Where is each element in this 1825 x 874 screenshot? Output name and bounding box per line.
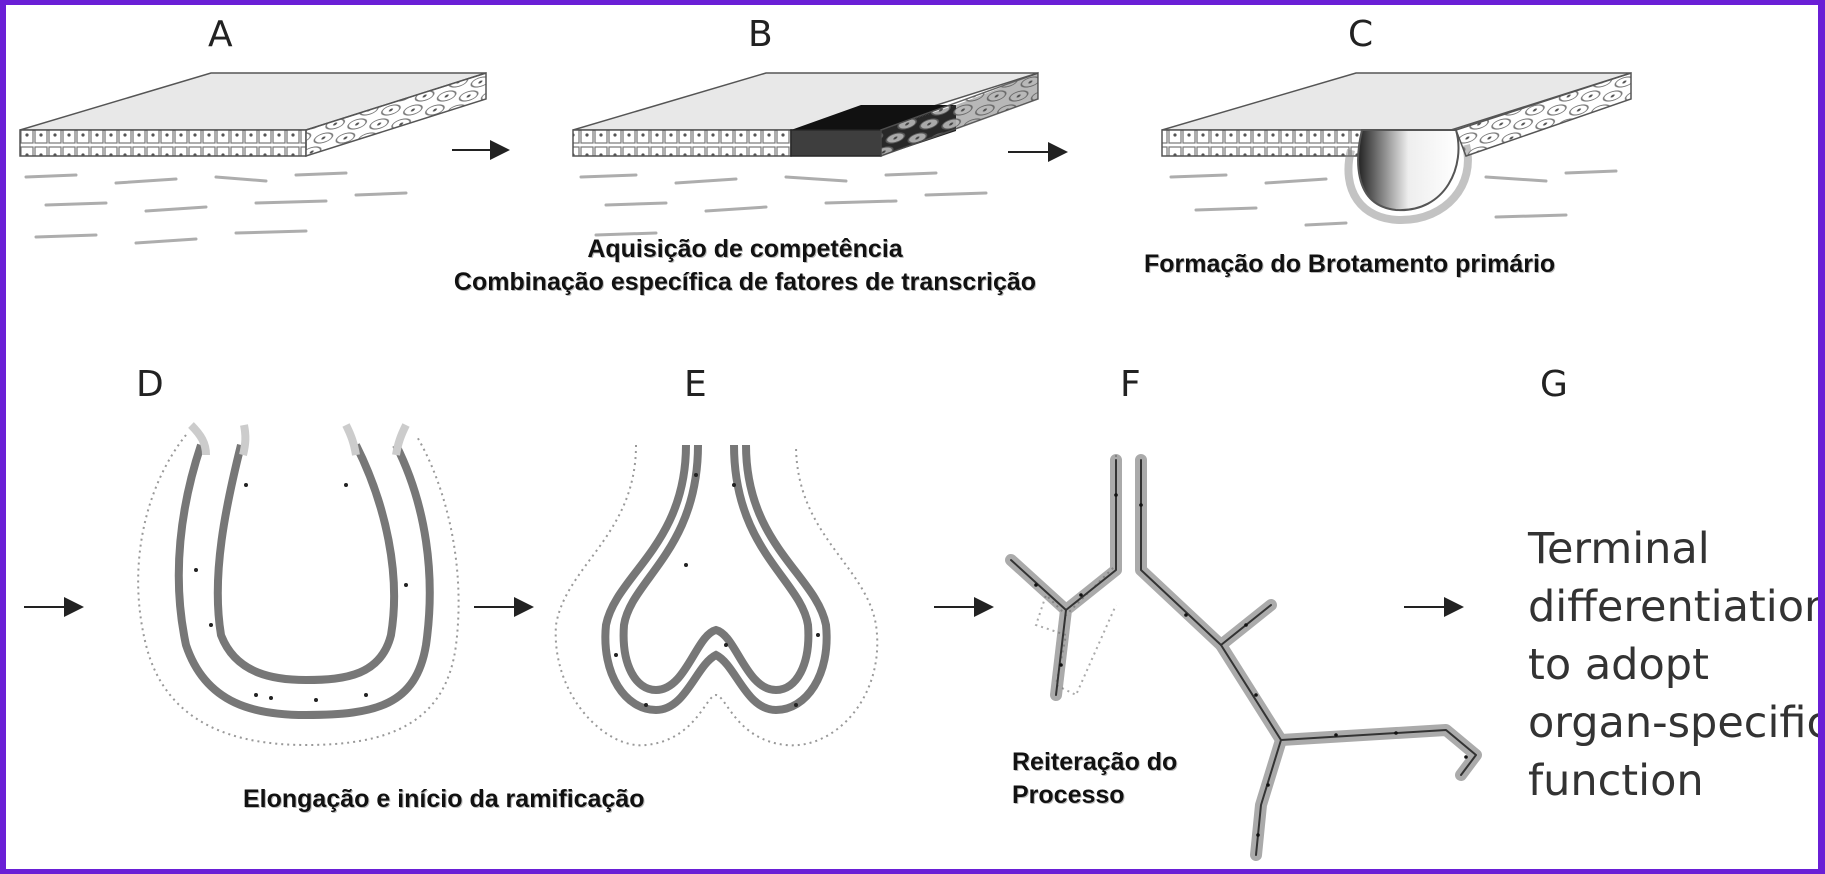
caption-f-line2: Processo [1012, 780, 1125, 809]
caption-c-primary-bud: Formação do Brotamento primário [1144, 250, 1556, 278]
diagram-canvas: A B C D E F G [6, 5, 1818, 869]
panel-letter-a: A [208, 14, 233, 55]
caption-f-line1: Reiteração do [1012, 748, 1178, 776]
panel-letter-c: C [1348, 14, 1374, 55]
terminal-line4: organ-specific [1528, 698, 1818, 748]
terminal-line2: differentiation [1528, 582, 1818, 632]
caption-b-line2: Combinação específica de fatores de tran… [453, 267, 1037, 296]
panel-d-elongating-bud [137, 422, 460, 747]
caption-b-competence: Aquisição de competência Combinação espe… [420, 233, 1070, 298]
panel-letter-g: G [1540, 364, 1568, 405]
panel-letter-d: D [136, 364, 164, 405]
panel-f-branched-tree [1005, 454, 1482, 861]
panel-a-epithelial-sheet [19, 71, 487, 245]
terminal-line5: function [1528, 756, 1704, 806]
caption-f-reiteration: Reiteração do Processo [1012, 746, 1177, 811]
panel-b-competent-sheet [572, 71, 1039, 237]
panel-letter-f: F [1120, 364, 1141, 405]
terminal-line3: to adopt [1528, 640, 1709, 690]
terminal-line1: Terminal [1528, 524, 1710, 574]
panel-e-branching-bud [554, 444, 879, 747]
caption-b-line1: Aquisição de competência [587, 235, 903, 263]
panel-letter-b: B [748, 14, 773, 55]
panel-c-primary-bud [1161, 71, 1632, 227]
development-stages-illustration [19, 71, 1632, 861]
panel-g-terminal-differentiation: Terminal differentiation to adopt organ-… [1528, 520, 1818, 810]
panel-letter-e: E [684, 364, 707, 405]
caption-de-elongation: Elongação e início da ramificação [243, 785, 645, 813]
